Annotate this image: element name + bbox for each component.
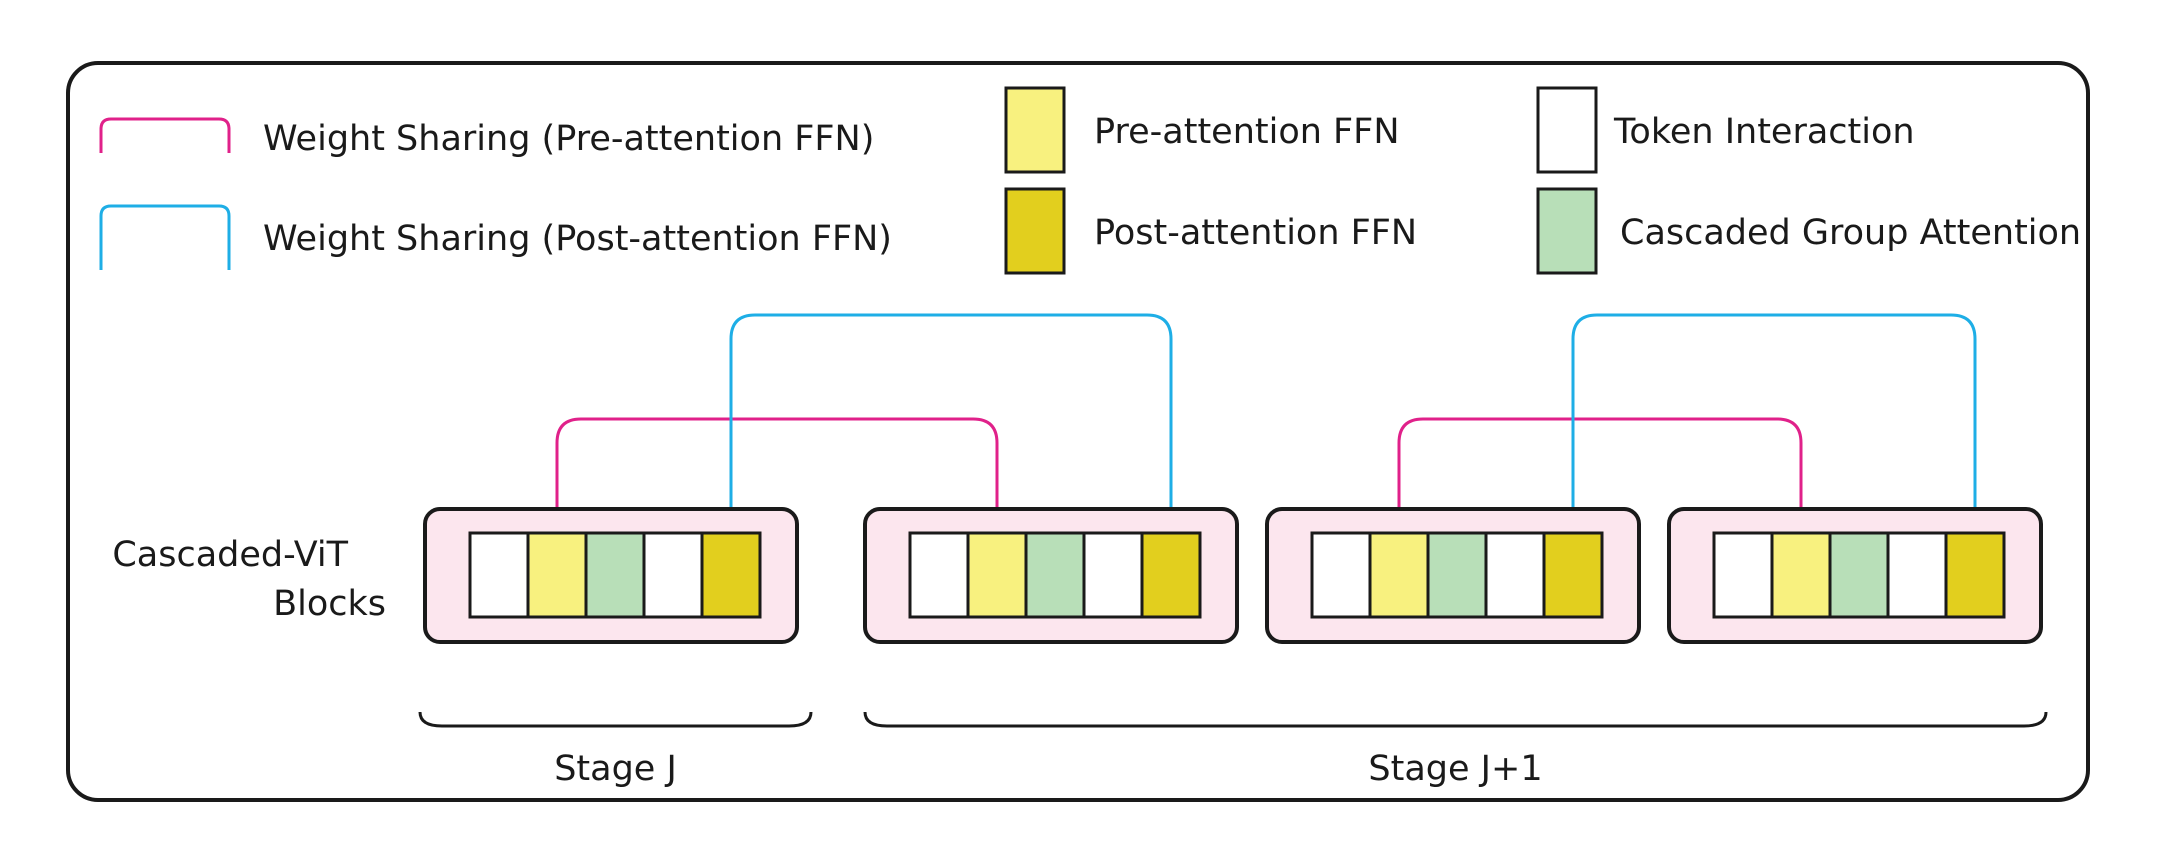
stage-bracket — [863, 711, 2048, 728]
token-interaction-cell — [1886, 531, 1948, 619]
stage-bracket — [418, 711, 813, 728]
sharing-links — [555, 313, 1977, 533]
token-interaction-cell — [1082, 531, 1144, 619]
token-interaction-swatch — [1536, 86, 1598, 174]
post-ffn-cell — [1542, 531, 1604, 619]
post-ffn-cell — [1140, 531, 1202, 619]
token-interaction-cell — [1712, 531, 1774, 619]
legend-pre-ffn: Pre-attention FFN — [1004, 86, 1400, 174]
token-interaction-cell — [1310, 531, 1372, 619]
cascaded-attention-cell — [1024, 531, 1086, 619]
stage-group: Stage J+1 — [863, 711, 2048, 789]
legend-post-ffn-label: Post-attention FFN — [1094, 213, 1417, 253]
legend-post-share: Weight Sharing (Post-attention FFN) — [99, 204, 892, 270]
pre-ffn-cell — [966, 531, 1028, 619]
cascaded-attention-cell — [1426, 531, 1488, 619]
stage-group: Stage J — [418, 711, 813, 789]
token-interaction-cell — [642, 531, 704, 619]
pre-ffn-sharing-link — [1397, 417, 1803, 533]
pre-ffn-cell — [526, 531, 588, 619]
legend-post-share-label: Weight Sharing (Post-attention FFN) — [263, 219, 892, 259]
post-ffn-swatch — [1004, 187, 1066, 275]
pre-share-swatch-icon — [99, 117, 231, 153]
legend-cascaded-attention-label: Cascaded Group Attention — [1620, 213, 2081, 253]
pre-ffn-sharing-link — [555, 417, 999, 533]
cascaded-vit-block — [863, 507, 1239, 644]
pre-ffn-cell — [1770, 531, 1832, 619]
pre-ffn-cell — [1368, 531, 1430, 619]
stage-label: Stage J+1 — [1368, 749, 1542, 789]
legend-cascaded-attention: Cascaded Group Attention — [1536, 187, 2081, 275]
post-ffn-sharing-link — [1571, 313, 1977, 533]
legend-token-interaction-label: Token Interaction — [1613, 112, 1915, 152]
pre-ffn-swatch — [1004, 86, 1066, 174]
post-share-swatch-icon — [99, 204, 231, 270]
row-label-line2: Blocks — [273, 584, 386, 624]
legend-pre-share-label: Weight Sharing (Pre-attention FFN) — [263, 119, 874, 159]
token-interaction-cell — [1484, 531, 1546, 619]
legend-post-ffn: Post-attention FFN — [1004, 187, 1417, 275]
legend-pre-ffn-label: Pre-attention FFN — [1094, 112, 1400, 152]
cascaded-vit-block — [1667, 507, 2043, 644]
blocks — [423, 507, 2043, 644]
legend-token-interaction: Token Interaction — [1536, 86, 1915, 174]
stage-label: Stage J — [554, 749, 677, 789]
cascaded-vit-block — [423, 507, 799, 644]
legend-pre-share: Weight Sharing (Pre-attention FFN) — [99, 117, 874, 159]
cascaded-attention-cell — [584, 531, 646, 619]
outer-frame — [66, 61, 2090, 802]
cascaded-vit-block — [1265, 507, 1641, 644]
post-ffn-sharing-link — [729, 313, 1173, 533]
cascaded-attention-swatch — [1536, 187, 1598, 275]
token-interaction-cell — [908, 531, 970, 619]
post-ffn-cell — [700, 531, 762, 619]
row-label-line1: Cascaded-ViT — [112, 535, 348, 575]
token-interaction-cell — [468, 531, 530, 619]
stages: Stage J Stage J+1 — [418, 711, 2048, 789]
cascaded-attention-cell — [1828, 531, 1890, 619]
post-ffn-cell — [1944, 531, 2006, 619]
